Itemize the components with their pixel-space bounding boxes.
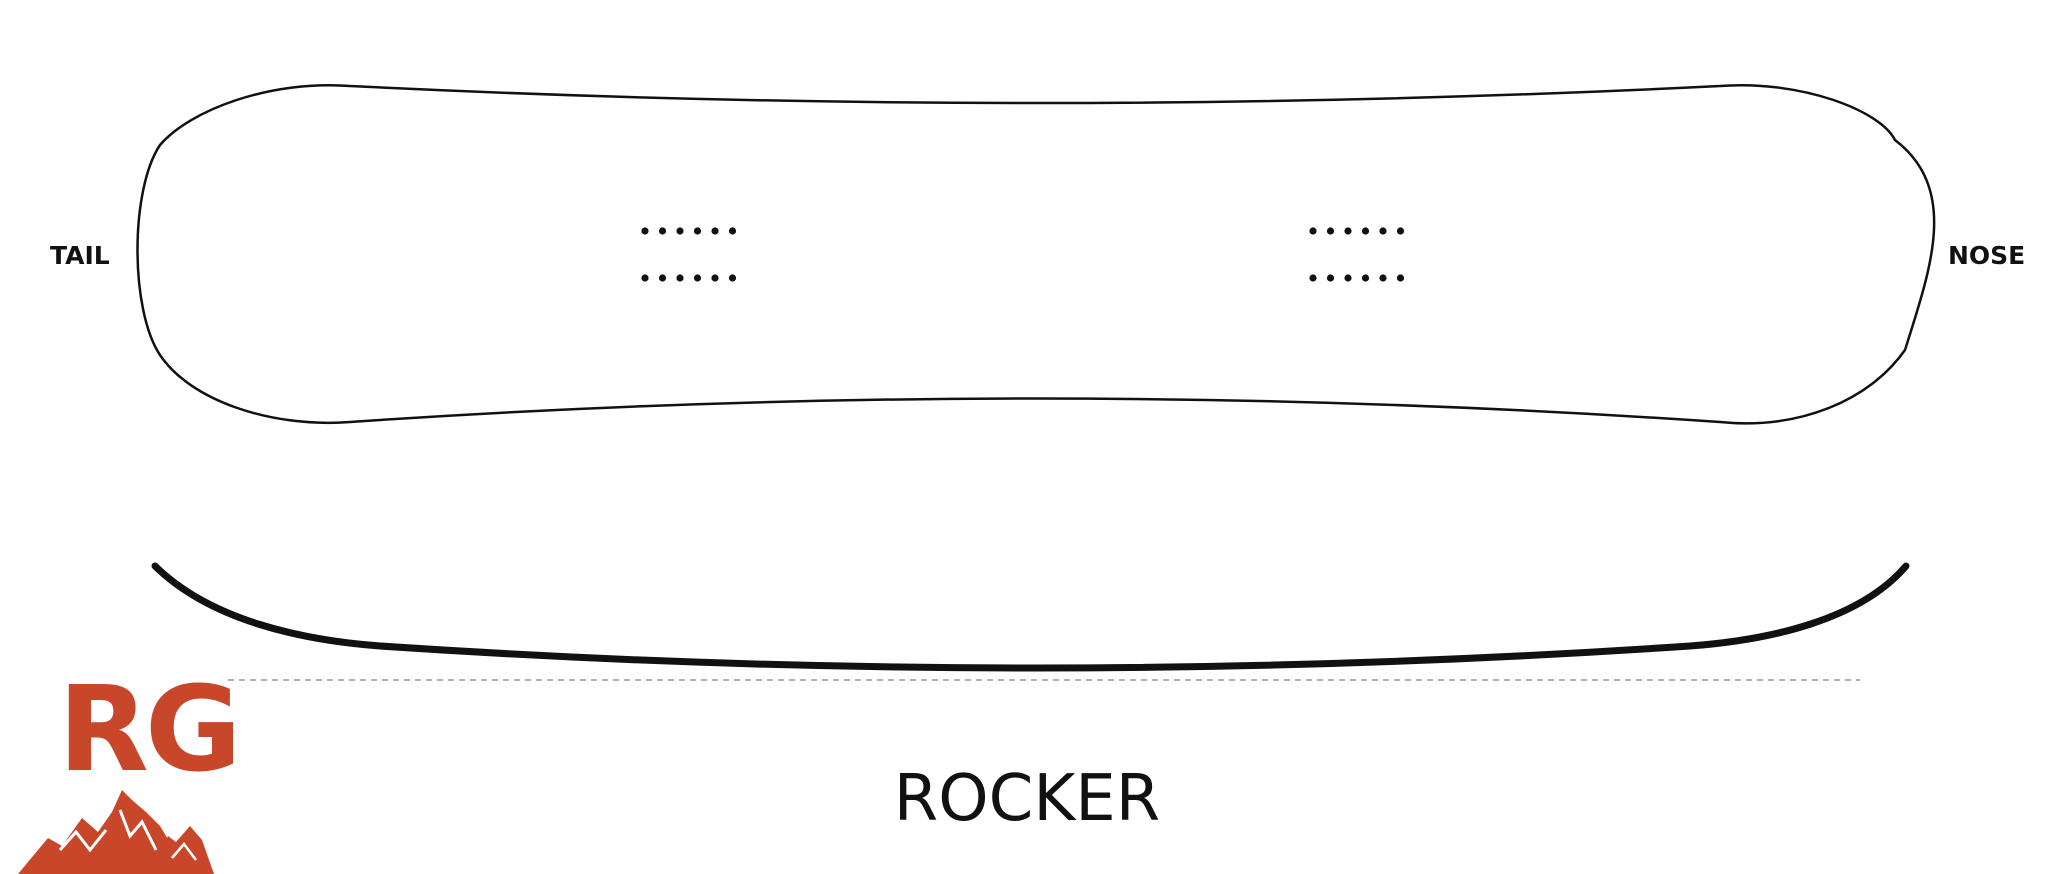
insert-dot: [1379, 227, 1387, 235]
mountain-icon: [18, 790, 214, 874]
insert-dot: [676, 274, 684, 282]
profile-type-label: ROCKER: [894, 762, 1160, 836]
insert-dot: [1396, 227, 1405, 235]
insert-dot: [1326, 227, 1335, 235]
insert-dot: [1361, 227, 1370, 235]
board-top-outline: [136, 84, 1936, 425]
insert-dot: [711, 274, 719, 282]
nose-label: NOSE: [1948, 241, 2025, 270]
rg-logo: RG: [18, 660, 242, 874]
insert-dot: [728, 227, 737, 235]
insert-dot: [693, 227, 702, 235]
rocker-profile-line: [151, 562, 1910, 672]
insert-dot: [1379, 274, 1387, 282]
insert-dot: [641, 227, 649, 235]
insert-dot: [1309, 227, 1317, 235]
insert-dot: [1344, 274, 1352, 282]
insert-dot: [1326, 274, 1335, 282]
insert-dot: [728, 274, 737, 282]
insert-dot: [1309, 274, 1317, 282]
insert-dot: [658, 274, 667, 282]
insert-dot: [1396, 274, 1405, 282]
insert-dot: [1344, 227, 1352, 235]
insert-dot: [676, 227, 684, 235]
insert-dot: [1361, 274, 1370, 282]
insert-dot: [711, 227, 719, 235]
insert-dot: [641, 274, 649, 282]
binding-inserts: [641, 227, 1405, 282]
insert-dot: [658, 227, 667, 235]
tail-label: TAIL: [50, 241, 110, 270]
insert-dot: [693, 274, 702, 282]
logo-text: RG: [58, 660, 238, 798]
